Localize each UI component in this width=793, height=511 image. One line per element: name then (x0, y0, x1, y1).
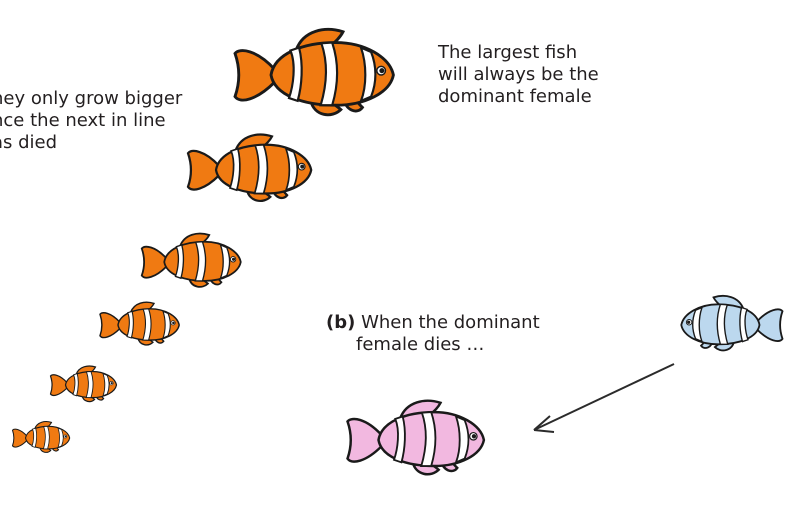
fish-pink (348, 401, 484, 474)
arrow (534, 364, 674, 432)
fish-orange-6 (13, 422, 70, 453)
fish-orange-3 (142, 234, 241, 287)
fish-blue (681, 296, 782, 351)
fish-orange-2 (188, 135, 311, 201)
fish-orange-1 (235, 29, 393, 114)
fish-orange-4 (100, 302, 179, 345)
fish-orange-5 (51, 366, 117, 402)
